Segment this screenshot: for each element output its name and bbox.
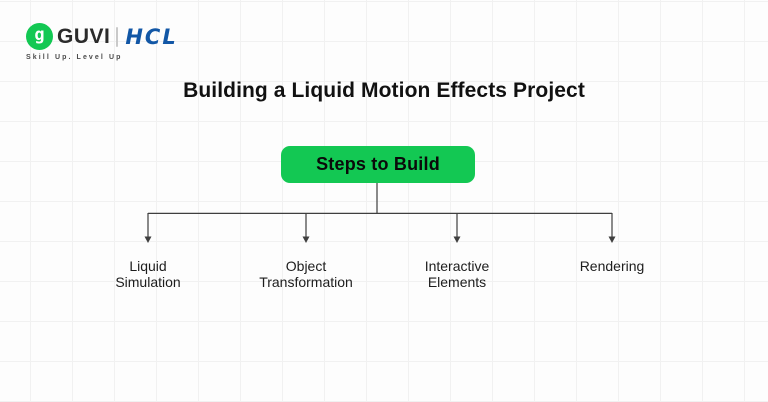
arrow-down-icon: [302, 236, 310, 243]
arrow-down-icon: [608, 236, 616, 243]
logo-divider: [116, 26, 119, 47]
header-logo-lockup: g GUVI HCL Skill Up. Level Up: [26, 23, 178, 61]
page-title: Building a Liquid Motion Effects Project: [183, 79, 585, 102]
guvi-logo-text: GUVI: [57, 24, 111, 48]
steps-root-node: Steps to Build: [281, 146, 475, 183]
hcl-logo-text: HCL: [125, 24, 178, 49]
arrow-down-icon: [144, 236, 152, 243]
guvi-logo-icon: g: [26, 23, 53, 50]
arrow-down-icon: [453, 236, 461, 243]
branch-label-rendering: Rendering: [579, 258, 645, 274]
branch-label-interactive-elements: Interactive Elements: [424, 258, 490, 290]
branch-label-object-transformation: Object Transformation: [259, 258, 353, 290]
branch-label-liquid-simulation: Liquid Simulation: [115, 258, 181, 290]
logo-tagline: Skill Up. Level Up: [26, 54, 123, 61]
